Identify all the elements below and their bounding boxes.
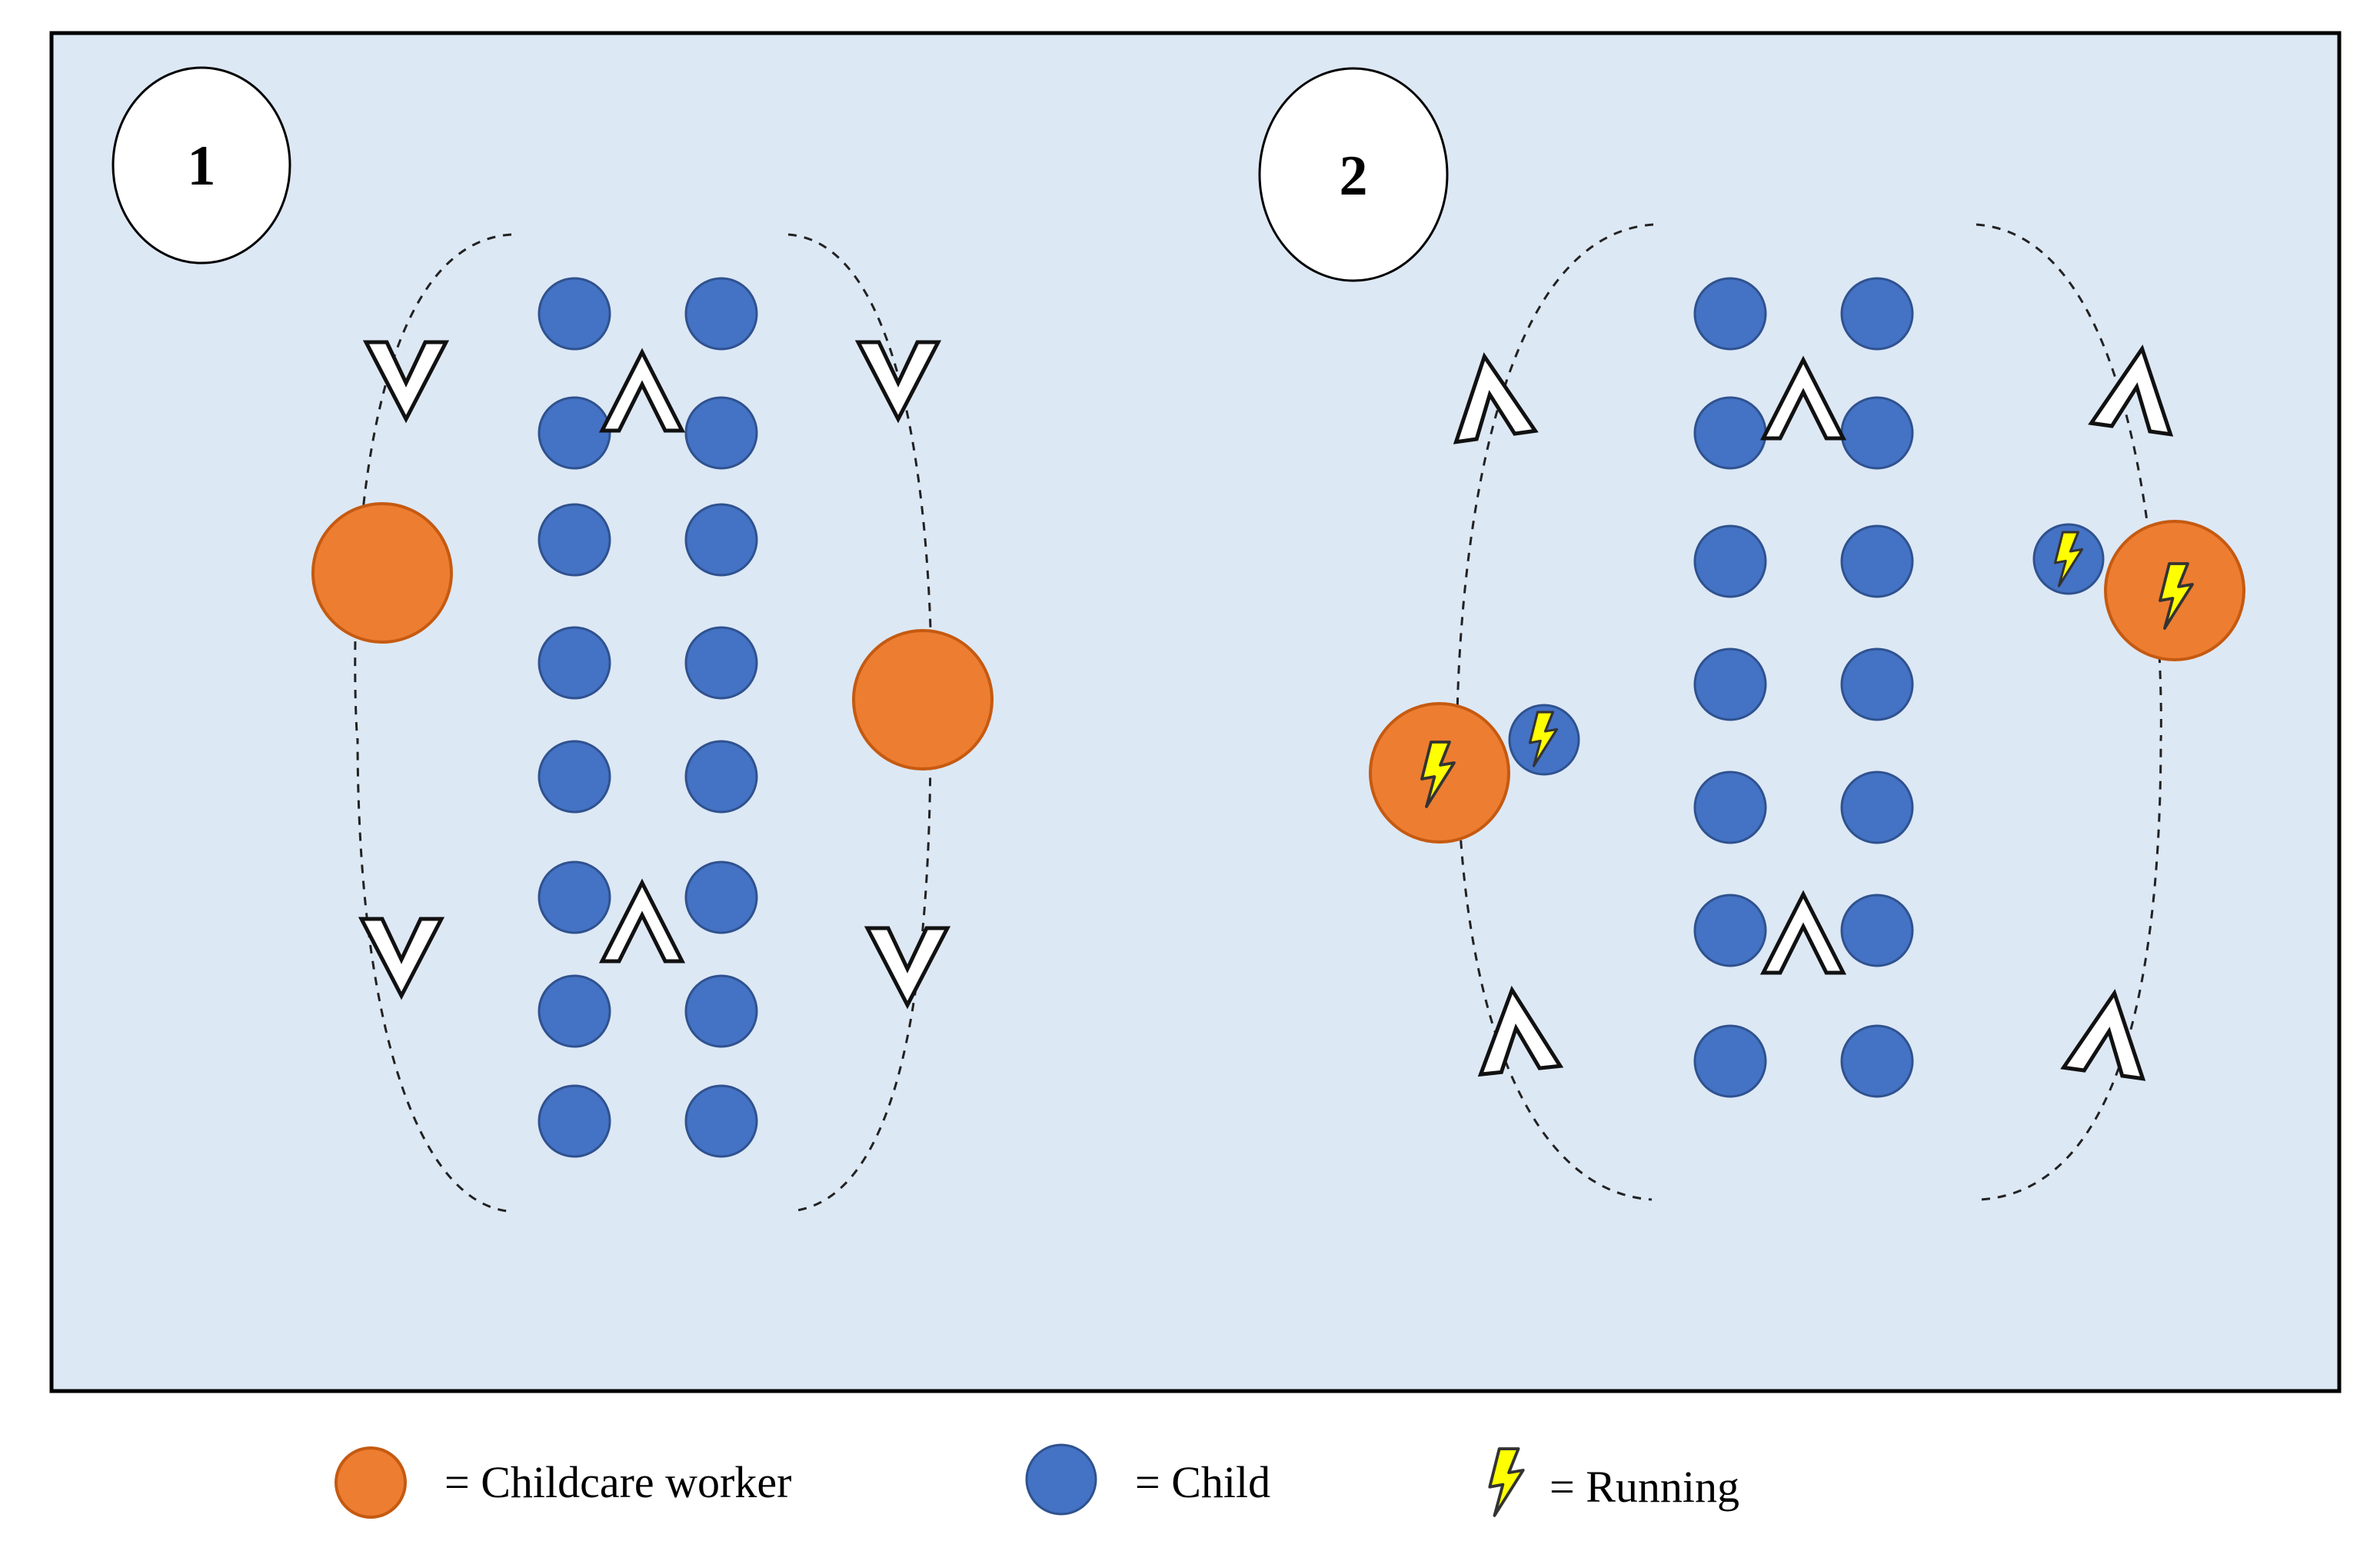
panel-2: 2 bbox=[1258, 67, 2245, 1201]
panel-1-children bbox=[538, 277, 758, 1158]
child bbox=[1840, 524, 1914, 598]
panel-2-left-path bbox=[1456, 223, 1654, 1201]
child bbox=[684, 503, 758, 577]
child bbox=[1693, 771, 1767, 844]
child bbox=[1840, 647, 1914, 721]
chevron-down-icon bbox=[358, 917, 445, 1000]
child bbox=[538, 1084, 611, 1158]
child bbox=[1693, 894, 1767, 967]
chevron-up-icon bbox=[1453, 351, 1539, 444]
child bbox=[1693, 647, 1767, 721]
child bbox=[538, 974, 611, 1048]
chevron-up-icon bbox=[1759, 355, 1847, 441]
chevron-down-icon bbox=[854, 340, 942, 424]
chevron-down-icon bbox=[864, 926, 951, 1010]
lightning-bolt-icon bbox=[1488, 1447, 1525, 1517]
child bbox=[684, 1084, 758, 1158]
child bbox=[1840, 396, 1914, 470]
chevron-up-icon bbox=[598, 878, 686, 964]
child bbox=[538, 626, 611, 700]
child bbox=[1693, 524, 1767, 598]
legend-childcare-worker-label: = Childcare worker bbox=[444, 1457, 791, 1507]
chevron-up-icon bbox=[598, 348, 686, 433]
legend-child-label: = Child bbox=[1135, 1457, 1270, 1507]
child bbox=[1693, 277, 1767, 351]
child bbox=[1840, 277, 1914, 351]
chevron-up-icon bbox=[2060, 988, 2146, 1081]
child bbox=[684, 277, 758, 351]
childcare-worker bbox=[311, 502, 453, 644]
legend-child-swatch bbox=[1025, 1443, 1097, 1516]
panel-2-label-bubble bbox=[1258, 67, 1449, 282]
legend: = Childcare worker = Child = Running bbox=[335, 1443, 1739, 1519]
chevron-up-icon bbox=[1759, 890, 1847, 975]
child bbox=[684, 626, 758, 700]
child bbox=[538, 396, 611, 470]
child bbox=[684, 860, 758, 934]
child bbox=[1840, 771, 1914, 844]
panel-1: 1 bbox=[112, 66, 994, 1213]
child bbox=[684, 740, 758, 814]
legend-running-label: = Running bbox=[1549, 1462, 1739, 1512]
panel-2-children bbox=[1693, 277, 1914, 1098]
chevron-up-icon bbox=[1477, 985, 1564, 1077]
panel-2-right-path bbox=[1976, 223, 2162, 1201]
chevron-up-icon bbox=[2088, 344, 2174, 437]
child bbox=[1840, 894, 1914, 967]
child bbox=[1693, 1024, 1767, 1098]
childcare-worker bbox=[852, 629, 994, 771]
panel-1-label: 1 bbox=[188, 135, 216, 198]
child bbox=[538, 860, 611, 934]
child bbox=[538, 740, 611, 814]
child bbox=[684, 974, 758, 1048]
panel-2-label: 2 bbox=[1340, 145, 1368, 208]
child bbox=[684, 396, 758, 470]
child bbox=[1840, 1024, 1914, 1098]
panel-1-label-bubble bbox=[112, 66, 291, 265]
play-field bbox=[49, 31, 2342, 1393]
child bbox=[538, 503, 611, 577]
child bbox=[1693, 396, 1767, 470]
child bbox=[538, 277, 611, 351]
chevron-down-icon bbox=[362, 340, 450, 424]
legend-childcare-worker-swatch bbox=[335, 1446, 407, 1519]
